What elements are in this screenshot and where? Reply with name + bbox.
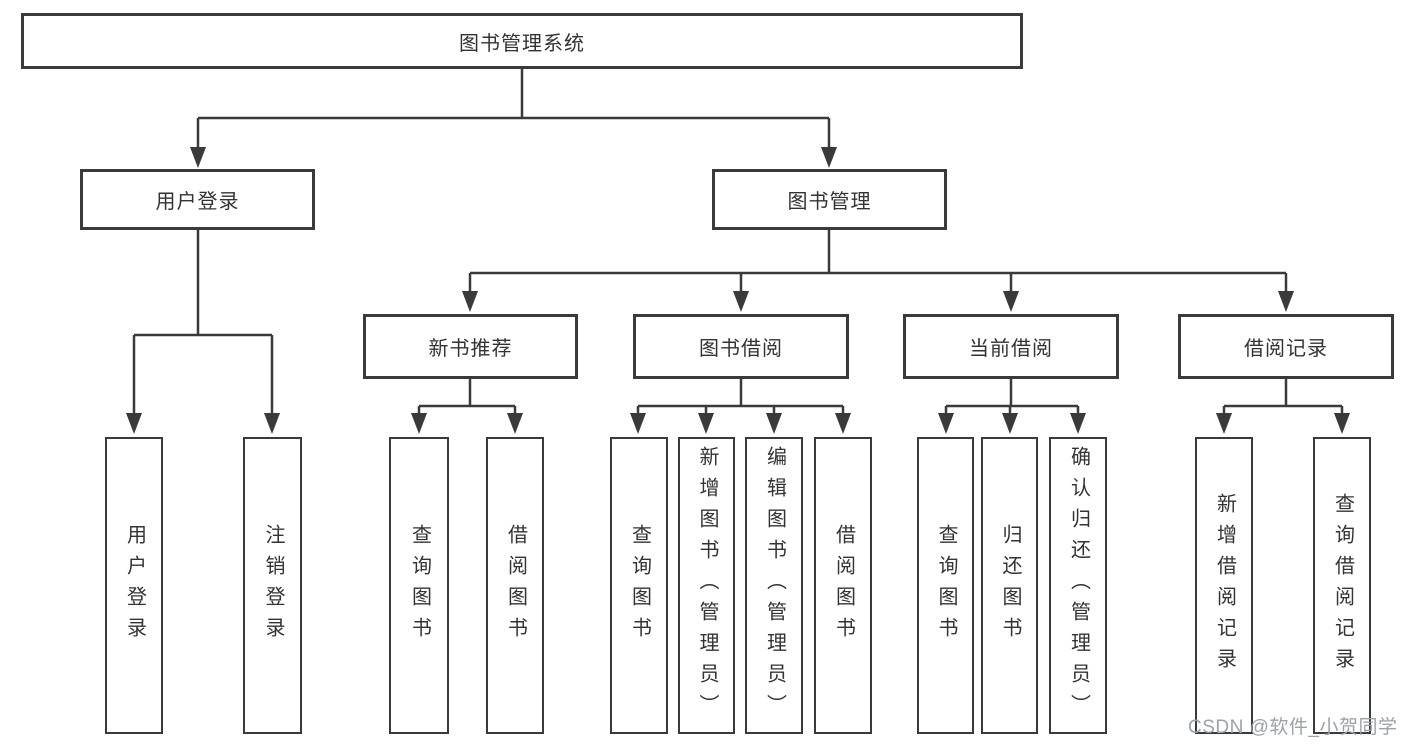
arrowhead bbox=[1003, 291, 1019, 312]
arrowhead bbox=[462, 291, 478, 312]
node-leaf-logout: 注销登录 bbox=[243, 437, 302, 734]
connector-root-to-level2 bbox=[196, 69, 831, 148]
arrowhead bbox=[126, 413, 142, 434]
arrowhead bbox=[190, 147, 206, 168]
arrowhead bbox=[411, 413, 427, 434]
node-label: 借阅记录 bbox=[1244, 338, 1328, 360]
node-label: 新增借阅记录 bbox=[1213, 492, 1236, 679]
arrowhead bbox=[1278, 291, 1294, 312]
connector-user-login-branch bbox=[132, 230, 274, 414]
node-label: 用户登录 bbox=[155, 191, 240, 213]
node-label: 确认归还（管理员） bbox=[1067, 446, 1090, 725]
arrowhead bbox=[766, 413, 782, 434]
node-book-management: 图书管理 bbox=[712, 169, 947, 230]
node-leaf-confirm-return-admin: 确认归还（管理员） bbox=[1049, 437, 1107, 734]
node-leaf-query-books-3: 查询图书 bbox=[917, 437, 974, 734]
connector-current-borrow-branch bbox=[944, 379, 1080, 415]
node-label: 图书借阅 bbox=[699, 338, 783, 360]
node-label: 图书管理 bbox=[787, 191, 872, 213]
node-label: 图书管理系统 bbox=[459, 32, 585, 55]
node-label: 归还图书 bbox=[999, 523, 1021, 648]
arrowhead bbox=[630, 413, 646, 434]
node-leaf-add-borrow-record: 新增借阅记录 bbox=[1195, 437, 1253, 734]
arrowhead bbox=[507, 413, 523, 434]
connector-new-book-branch bbox=[417, 379, 517, 415]
node-leaf-query-borrow-record: 查询借阅记录 bbox=[1313, 437, 1371, 734]
arrowhead bbox=[264, 413, 280, 434]
node-leaf-edit-book-admin: 编辑图书（管理员） bbox=[745, 437, 803, 734]
node-label: 当前借阅 bbox=[969, 338, 1053, 360]
node-new-book-recommend: 新书推荐 bbox=[363, 314, 578, 379]
node-leaf-query-books-2: 查询图书 bbox=[610, 437, 668, 734]
node-leaf-query-books-1: 查询图书 bbox=[389, 437, 449, 734]
node-book-borrow: 图书借阅 bbox=[633, 314, 849, 379]
node-label: 借阅图书 bbox=[832, 523, 855, 648]
node-label: 查询图书 bbox=[628, 523, 651, 648]
node-user-login: 用户登录 bbox=[80, 169, 315, 230]
connector-book-mgmt-branch bbox=[468, 230, 1288, 292]
connector-book-borrow-branch bbox=[636, 379, 845, 415]
node-label: 用户登录 bbox=[123, 523, 146, 648]
csdn-watermark: CSDN @软件_小贺同学 bbox=[1188, 717, 1398, 738]
node-label: 借阅图书 bbox=[504, 523, 527, 648]
arrowhead bbox=[821, 147, 837, 168]
node-label: 查询借阅记录 bbox=[1331, 492, 1354, 679]
arrowhead bbox=[1002, 413, 1018, 434]
node-leaf-add-book-admin: 新增图书（管理员） bbox=[678, 437, 735, 734]
arrowhead bbox=[1216, 413, 1232, 434]
arrowhead bbox=[733, 291, 749, 312]
node-root: 图书管理系统 bbox=[21, 13, 1023, 69]
node-label: 新增图书（管理员） bbox=[696, 446, 718, 725]
node-label: 注销登录 bbox=[262, 523, 284, 648]
node-leaf-borrow-books-2: 借阅图书 bbox=[814, 437, 872, 734]
arrowhead bbox=[835, 413, 851, 434]
node-label: 查询图书 bbox=[408, 523, 431, 648]
node-borrow-records: 借阅记录 bbox=[1178, 314, 1394, 379]
arrowhead bbox=[938, 413, 954, 434]
node-leaf-user-login: 用户登录 bbox=[105, 437, 163, 734]
connector-borrow-records-branch bbox=[1222, 379, 1344, 415]
arrowhead bbox=[698, 413, 714, 434]
node-leaf-return-book: 归还图书 bbox=[981, 437, 1038, 734]
node-label: 新书推荐 bbox=[428, 338, 513, 360]
node-label: 查询图书 bbox=[935, 523, 957, 648]
node-leaf-borrow-books-1: 借阅图书 bbox=[486, 437, 544, 734]
node-current-borrow: 当前借阅 bbox=[903, 314, 1119, 379]
arrowhead bbox=[1070, 413, 1086, 434]
arrowhead bbox=[1334, 413, 1350, 434]
node-label: 编辑图书（管理员） bbox=[763, 446, 786, 725]
